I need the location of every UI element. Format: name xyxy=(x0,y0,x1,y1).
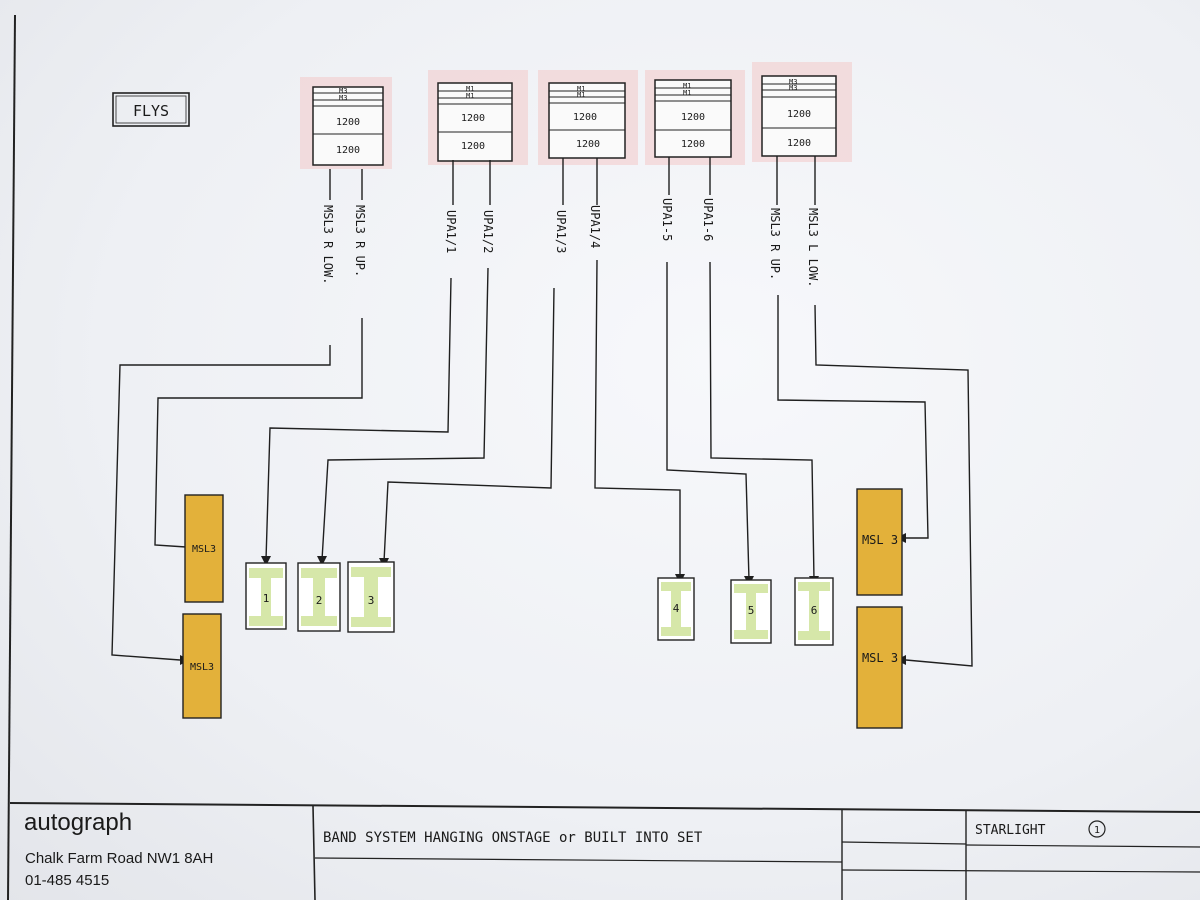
cable-label-upa1-2: UPA1/2 xyxy=(481,210,495,253)
cable-labels: MSL3 R LOW. MSL3 R UP. UPA1/1 UPA1/2 UPA… xyxy=(321,198,820,287)
svg-text:3: 3 xyxy=(368,594,375,607)
svg-text:6: 6 xyxy=(811,604,818,617)
sheet-border-left xyxy=(7,14,16,900)
fly-cluster-1: M3 M3 1200 1200 xyxy=(300,77,392,169)
svg-text:FLYS: FLYS xyxy=(133,102,169,120)
svg-text:2: 2 xyxy=(316,594,323,607)
svg-text:5: 5 xyxy=(748,604,755,617)
cable-msl3-r-low xyxy=(111,345,331,661)
cable-upa1-1 xyxy=(265,277,452,561)
drawing-description: BAND SYSTEM HANGING ONSTAGE or BUILT INT… xyxy=(323,830,703,846)
fly-2-section-2: 1200 xyxy=(461,141,485,152)
cable-label-upa1-3: UPA1/3 xyxy=(554,210,568,253)
fly-2-rig-1: M1 xyxy=(466,85,474,93)
fly-1-rig-2: M3 xyxy=(339,94,347,102)
fly-2-rig-2: M1 xyxy=(466,92,474,100)
company-name: autograph xyxy=(24,809,132,836)
cable-label-msl3-r-up-right: MSL3 R UP. xyxy=(768,208,782,280)
svg-text:MSL 3: MSL 3 xyxy=(862,533,898,547)
fly-4-rig-2: M1 xyxy=(683,89,691,97)
company-address: Chalk Farm Road NW1 8AH xyxy=(25,850,213,867)
svg-text:1: 1 xyxy=(263,592,270,605)
upa-unit-1: 1 xyxy=(245,562,287,630)
cable-label-upa1-6: UPA1-6 xyxy=(701,198,715,241)
cable-label-upa1-5: UPA1-5 xyxy=(660,198,674,241)
cable-label-msl3-r-up: MSL3 R UP. xyxy=(353,205,367,277)
fly-3-section-1: 1200 xyxy=(573,112,597,123)
speaker-msl3-left-upper: MSL3 xyxy=(184,494,224,603)
cable-msl3-r-up-right xyxy=(777,295,929,539)
speaker-msl3-left-lower: MSL3 xyxy=(182,613,222,719)
cable-label-msl3-l-low: MSL3 L LOW. xyxy=(806,208,820,287)
svg-text:4: 4 xyxy=(673,602,680,615)
fly-cluster-2: M1 M1 1200 1200 xyxy=(428,70,528,165)
cable-msl3-r-up xyxy=(154,318,363,548)
fly-cluster-5: M3 M3 1200 1200 xyxy=(752,62,852,162)
show-name: STARLIGHT xyxy=(975,823,1046,838)
fly-1-rig-1: M3 xyxy=(339,87,347,95)
fly-1-section-2: 1200 xyxy=(336,145,360,156)
fly-3-rig-1: M1 xyxy=(577,85,585,93)
cable-label-upa1-4: UPA1/4 xyxy=(588,205,602,248)
fly-cluster-3: M1 M1 1200 1200 xyxy=(538,70,638,165)
cable-runs xyxy=(111,156,973,667)
cable-label-upa1-1: UPA1/1 xyxy=(444,210,458,253)
fly-5-rig-2: M3 xyxy=(789,84,797,92)
fly-5-section-1: 1200 xyxy=(787,109,811,120)
fly-4-section-1: 1200 xyxy=(681,112,705,123)
svg-text:MSL3: MSL3 xyxy=(192,544,216,555)
speaker-msl3-right-lower: MSL 3 xyxy=(856,606,903,729)
fly-5-rig-1: M3 xyxy=(789,78,797,86)
svg-text:MSL3: MSL3 xyxy=(190,662,214,673)
title-block: autograph Chalk Farm Road NW1 8AH 01-485… xyxy=(9,802,1200,900)
cable-label-msl3-r-low: MSL3 R LOW. xyxy=(321,205,335,284)
cable-msl3-l-low xyxy=(814,304,973,667)
cable-upa1-6 xyxy=(709,261,815,581)
fly-2-section-1: 1200 xyxy=(461,113,485,124)
company-phone: 01-485 4515 xyxy=(25,872,109,889)
fly-3-section-2: 1200 xyxy=(576,139,600,150)
cable-upa1-3 xyxy=(383,287,555,563)
upa-unit-5: 5 xyxy=(730,579,772,644)
upa-unit-6: 6 xyxy=(794,577,834,646)
fly-3-rig-2: M1 xyxy=(577,91,585,99)
cable-upa1-4 xyxy=(594,259,681,578)
svg-text:MSL 3: MSL 3 xyxy=(862,651,898,665)
sheet-number: 1 xyxy=(1094,825,1100,836)
fly-cluster-4: M1 M1 1200 1200 xyxy=(645,70,745,165)
fly-4-rig-1: M1 xyxy=(683,82,691,90)
fly-4-section-2: 1200 xyxy=(681,139,705,150)
cable-upa1-2 xyxy=(321,267,489,561)
upa-unit-4: 4 xyxy=(657,577,695,641)
fly-5-section-2: 1200 xyxy=(787,138,811,149)
upa-unit-2: 2 xyxy=(297,562,341,632)
cable-upa1-5 xyxy=(666,262,750,581)
flys-label: FLYS xyxy=(112,92,190,127)
sheet-number-circle xyxy=(1088,820,1106,838)
speaker-msl3-right-upper: MSL 3 xyxy=(856,488,903,596)
fly-1-section-1: 1200 xyxy=(336,117,360,128)
upa-unit-3: 3 xyxy=(347,561,395,633)
